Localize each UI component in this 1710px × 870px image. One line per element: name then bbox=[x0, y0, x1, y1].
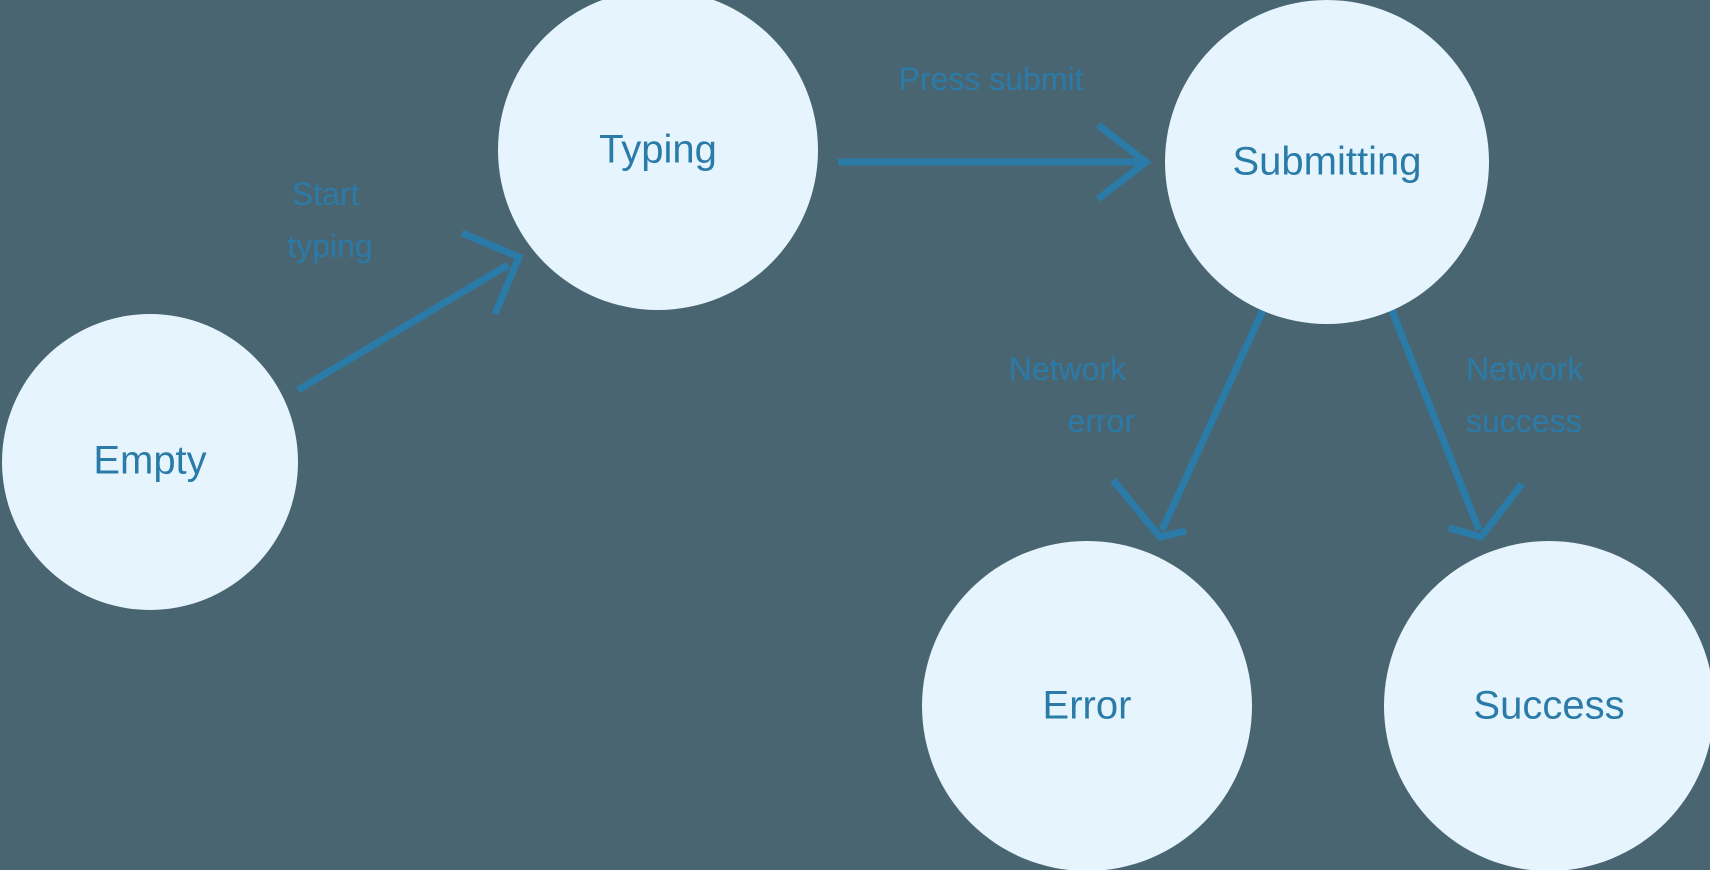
edge-network-success[interactable]: Network success bbox=[1387, 306, 1592, 542]
edge-label-line: Network bbox=[1466, 351, 1584, 387]
edge-start-typing-label: Start typing bbox=[287, 176, 372, 264]
state-circle-error bbox=[922, 541, 1252, 870]
edge-network-error-label: Network error bbox=[1009, 351, 1136, 439]
state-node-success[interactable]: Success bbox=[1384, 541, 1710, 870]
state-node-empty[interactable]: Empty bbox=[2, 314, 298, 610]
edge-label-line: error bbox=[1067, 403, 1135, 439]
state-circle-empty bbox=[2, 314, 298, 610]
edge-start-typing-line bbox=[296, 261, 510, 394]
edge-label-line: Network bbox=[1009, 351, 1127, 387]
edge-network-success-arrowhead bbox=[1448, 481, 1525, 542]
state-label-submitting: Submitting bbox=[1233, 140, 1422, 184]
edge-start-typing[interactable]: Start typing bbox=[287, 176, 524, 394]
edge-press-submit-label: Press submit bbox=[899, 61, 1084, 97]
state-label-success: Success bbox=[1473, 684, 1624, 728]
edge-network-error-arrowhead bbox=[1110, 477, 1187, 541]
edge-label-line: success bbox=[1466, 403, 1582, 439]
state-node-submitting[interactable]: Submitting bbox=[1165, 0, 1489, 324]
edge-start-typing-arrowhead bbox=[460, 229, 524, 316]
state-circle-success bbox=[1384, 541, 1710, 870]
edge-network-error[interactable]: Network error bbox=[1009, 306, 1268, 541]
edge-label-line: Press submit bbox=[899, 61, 1084, 97]
edge-network-success-line bbox=[1387, 306, 1483, 532]
edge-press-submit-arrowhead bbox=[1095, 122, 1152, 202]
edge-press-submit[interactable]: Press submit bbox=[838, 61, 1152, 202]
state-circle-submitting bbox=[1165, 0, 1489, 324]
state-label-empty: Empty bbox=[93, 439, 206, 483]
state-label-error: Error bbox=[1043, 684, 1132, 728]
state-node-error[interactable]: Error bbox=[922, 541, 1252, 870]
state-label-typing: Typing bbox=[599, 128, 717, 172]
edge-label-line: typing bbox=[287, 228, 372, 264]
edge-label-line: Start bbox=[292, 176, 360, 212]
state-circle-typing bbox=[498, 0, 818, 310]
state-node-typing[interactable]: Typing bbox=[498, 0, 818, 310]
edge-network-error-line bbox=[1158, 306, 1268, 532]
edge-network-success-label: Network success bbox=[1466, 351, 1592, 439]
